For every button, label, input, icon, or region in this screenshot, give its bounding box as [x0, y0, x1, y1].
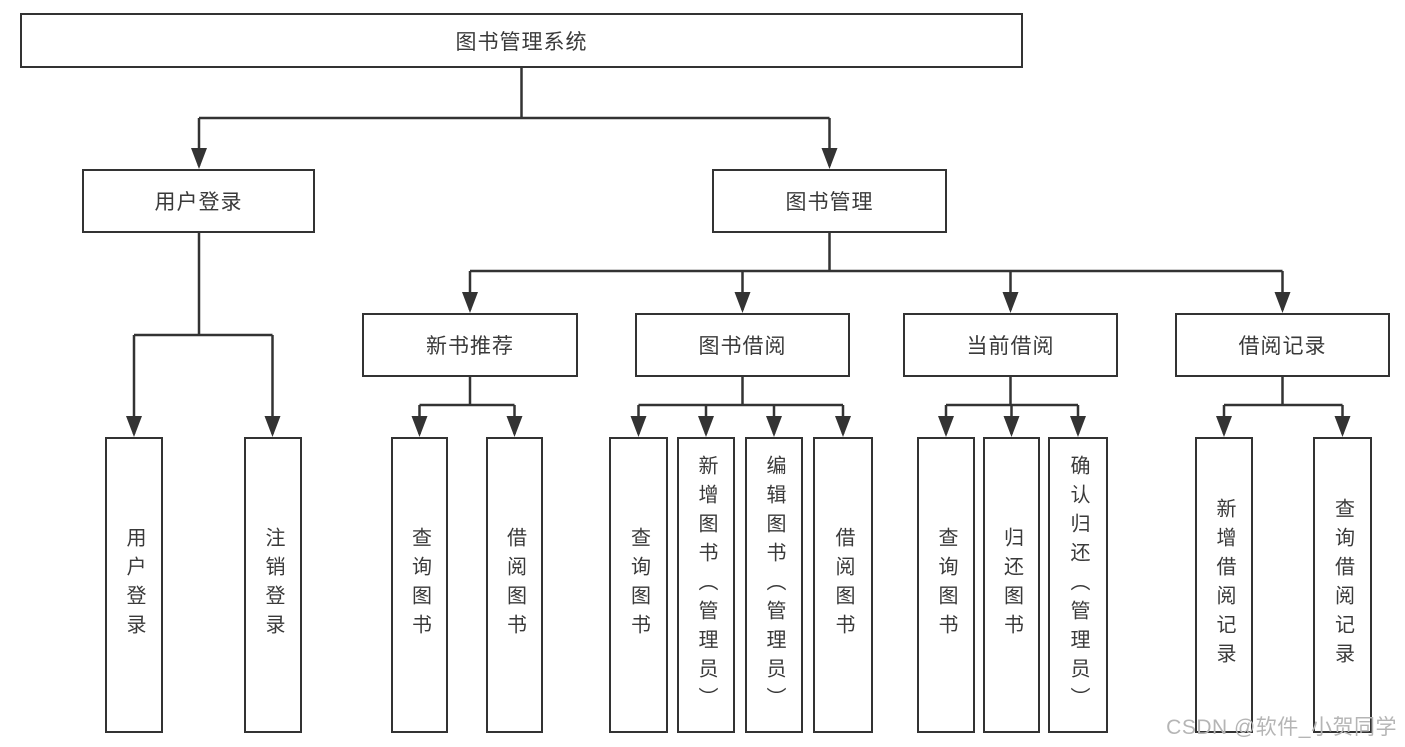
- leaf-query-books-borrowing: 查询图书: [609, 437, 668, 733]
- leaf-query-books-current: 查询图书: [917, 437, 975, 733]
- node-label: 当前借阅: [966, 335, 1055, 358]
- csdn-watermark: CSDN @软件_小贺同学: [1166, 716, 1397, 739]
- leaf-add-borrow-record: 新增借阅记录: [1195, 437, 1253, 733]
- node-book-management: 图书管理: [712, 169, 947, 233]
- node-user-login: 用户登录: [82, 169, 315, 233]
- node-label: 图书管理系统: [455, 30, 588, 54]
- leaf-logout: 注销登录: [244, 437, 302, 733]
- node-label: 图书管理: [785, 191, 874, 214]
- leaf-label: 注销登录: [262, 527, 284, 643]
- leaf-label: 确认归还（管理员）: [1067, 454, 1089, 716]
- connector-path: [132, 68, 1344, 434]
- leaf-query-books-recommend: 查询图书: [391, 437, 448, 733]
- leaf-label: 查询借阅记录: [1331, 498, 1354, 672]
- node-label: 用户登录: [154, 191, 243, 214]
- arrowheads: [126, 148, 1351, 437]
- leaf-label: 借阅图书: [503, 527, 526, 643]
- node-label: 新书推荐: [426, 335, 514, 358]
- leaf-confirm-return-admin: 确认归还（管理员）: [1048, 437, 1108, 733]
- leaf-add-books-admin: 新增图书（管理员）: [677, 437, 735, 733]
- leaf-edit-books-admin: 编辑图书（管理员）: [745, 437, 803, 733]
- leaf-label: 新增图书（管理员）: [695, 454, 717, 716]
- leaf-query-borrow-record: 查询借阅记录: [1313, 437, 1372, 733]
- node-borrowing-records: 借阅记录: [1175, 313, 1390, 377]
- leaf-label: 查询图书: [627, 527, 650, 643]
- leaf-label: 借阅图书: [832, 527, 854, 643]
- node-new-book-recommend: 新书推荐: [362, 313, 578, 377]
- leaf-label: 查询图书: [408, 527, 431, 643]
- leaf-borrow-books: 借阅图书: [813, 437, 873, 733]
- leaf-borrow-books-recommend: 借阅图书: [486, 437, 543, 733]
- node-book-borrowing: 图书借阅: [635, 313, 850, 377]
- leaf-return-books: 归还图书: [983, 437, 1040, 733]
- node-current-borrowing: 当前借阅: [903, 313, 1118, 377]
- node-label: 图书借阅: [698, 335, 787, 358]
- node-label: 借阅记录: [1238, 335, 1327, 358]
- leaf-label: 归还图书: [1000, 527, 1023, 643]
- leaf-label: 新增借阅记录: [1213, 498, 1235, 672]
- leaf-label: 编辑图书（管理员）: [763, 454, 785, 716]
- node-library-management-system: 图书管理系统: [20, 13, 1023, 68]
- leaf-user-login: 用户登录: [105, 437, 163, 733]
- leaf-label: 用户登录: [123, 527, 145, 643]
- leaf-label: 查询图书: [935, 527, 957, 643]
